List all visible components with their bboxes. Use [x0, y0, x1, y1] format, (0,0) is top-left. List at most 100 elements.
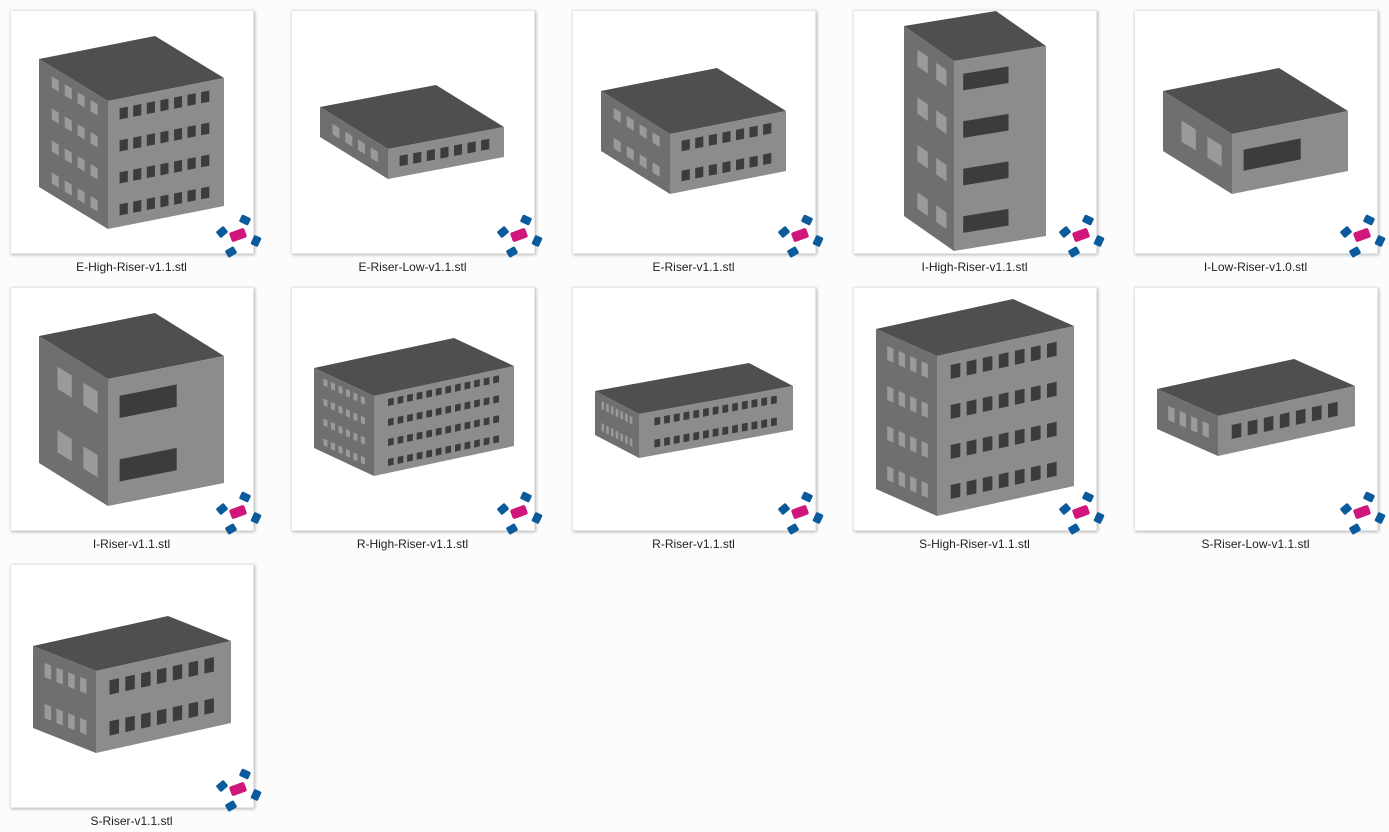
- window: [966, 359, 977, 376]
- file-thumbnail[interactable]: [853, 10, 1105, 258]
- building-model-icon: [904, 11, 1105, 258]
- file-item[interactable]: E-Riser-v1.1.stl: [562, 0, 843, 277]
- window: [160, 194, 169, 208]
- window: [1279, 412, 1290, 429]
- window: [483, 377, 490, 386]
- window: [887, 466, 894, 483]
- file-item[interactable]: S-Riser-v1.1.stl: [0, 554, 281, 831]
- window: [611, 405, 614, 415]
- building-model-icon: [320, 85, 543, 258]
- file-thumbnail[interactable]: [291, 287, 543, 535]
- window: [119, 170, 128, 184]
- window: [629, 415, 633, 425]
- window: [332, 123, 340, 139]
- window: [761, 397, 768, 407]
- file-thumbnail[interactable]: [1134, 10, 1386, 258]
- window: [133, 200, 142, 213]
- file-item[interactable]: S-High-Riser-v1.1.stl: [843, 277, 1124, 554]
- window: [771, 417, 777, 427]
- window: [887, 346, 894, 363]
- file-name[interactable]: E-Riser-v1.1.stl: [652, 260, 735, 274]
- window: [172, 705, 183, 722]
- file-item[interactable]: E-Riser-Low-v1.1.stl: [281, 0, 562, 277]
- window: [1014, 468, 1025, 485]
- window: [338, 425, 343, 435]
- window: [936, 205, 947, 230]
- window: [629, 437, 633, 447]
- window: [1030, 385, 1041, 402]
- building-model-icon: [33, 616, 262, 812]
- window: [345, 408, 350, 418]
- file-item[interactable]: I-High-Riser-v1.1.stl: [843, 0, 1124, 277]
- window: [1328, 401, 1338, 418]
- building-model-icon: [314, 338, 543, 535]
- window: [51, 172, 59, 188]
- window: [1202, 421, 1209, 438]
- window: [174, 127, 183, 141]
- window: [1231, 422, 1242, 439]
- window: [109, 678, 119, 695]
- file-item[interactable]: S-Riser-Low-v1.1.stl: [1124, 277, 1389, 554]
- window: [204, 657, 214, 674]
- window: [898, 471, 905, 488]
- window: [936, 62, 947, 87]
- file-item[interactable]: R-High-Riser-v1.1.stl: [281, 277, 562, 554]
- window: [898, 351, 905, 368]
- file-name[interactable]: I-High-Riser-v1.1.stl: [921, 260, 1028, 274]
- window: [966, 439, 977, 456]
- window: [388, 417, 394, 426]
- file-thumbnail[interactable]: [853, 287, 1105, 535]
- window: [56, 667, 63, 685]
- window: [708, 163, 717, 176]
- window: [998, 392, 1009, 409]
- file-thumbnail[interactable]: [10, 564, 262, 812]
- window: [90, 196, 98, 212]
- window: [751, 399, 758, 408]
- file-name[interactable]: S-Riser-v1.1.stl: [90, 814, 173, 828]
- window: [1047, 381, 1057, 398]
- window: [187, 93, 196, 106]
- window: [90, 100, 98, 116]
- file-thumbnail[interactable]: [10, 287, 262, 535]
- window: [64, 116, 72, 132]
- window: [749, 125, 758, 138]
- file-item[interactable]: I-Low-Riser-v1.0.stl: [1124, 0, 1389, 277]
- file-name[interactable]: S-High-Riser-v1.1.stl: [919, 537, 1030, 551]
- file-name[interactable]: E-Riser-Low-v1.1.stl: [358, 260, 467, 274]
- file-thumbnail[interactable]: [572, 287, 824, 535]
- file-thumbnail[interactable]: [291, 10, 543, 258]
- building-left-face: [595, 391, 639, 458]
- window: [681, 169, 690, 182]
- file-item[interactable]: E-High-Riser-v1.1.stl: [0, 0, 281, 277]
- file-name[interactable]: R-Riser-v1.1.stl: [652, 537, 735, 551]
- window: [963, 208, 1009, 233]
- window: [732, 424, 738, 434]
- file-item[interactable]: R-Riser-v1.1.stl: [562, 277, 843, 554]
- file-name[interactable]: S-Riser-Low-v1.1.stl: [1201, 537, 1310, 551]
- window: [407, 433, 413, 442]
- file-thumbnail[interactable]: [10, 10, 262, 258]
- window: [1030, 425, 1041, 442]
- window: [464, 381, 471, 390]
- file-name[interactable]: I-Low-Riser-v1.0.stl: [1203, 260, 1308, 274]
- building-top-face: [314, 338, 514, 396]
- file-name[interactable]: I-Riser-v1.1.stl: [92, 537, 171, 551]
- app-logo-icon: [1340, 214, 1386, 258]
- window: [998, 472, 1009, 489]
- window: [201, 122, 210, 136]
- window: [426, 429, 432, 438]
- window: [440, 146, 449, 159]
- window: [68, 713, 75, 731]
- window: [416, 391, 423, 400]
- window: [133, 136, 142, 149]
- building-left-face: [1163, 91, 1232, 194]
- file-item[interactable]: I-Riser-v1.1.stl: [0, 277, 281, 554]
- file-name[interactable]: E-High-Riser-v1.1.stl: [76, 260, 187, 274]
- window: [172, 664, 183, 681]
- file-name[interactable]: R-High-Riser-v1.1.stl: [356, 537, 469, 551]
- file-thumbnail[interactable]: [1134, 287, 1386, 535]
- window: [722, 161, 731, 174]
- file-thumbnail[interactable]: [572, 10, 824, 258]
- window: [483, 417, 490, 426]
- building-model-icon: [39, 36, 262, 258]
